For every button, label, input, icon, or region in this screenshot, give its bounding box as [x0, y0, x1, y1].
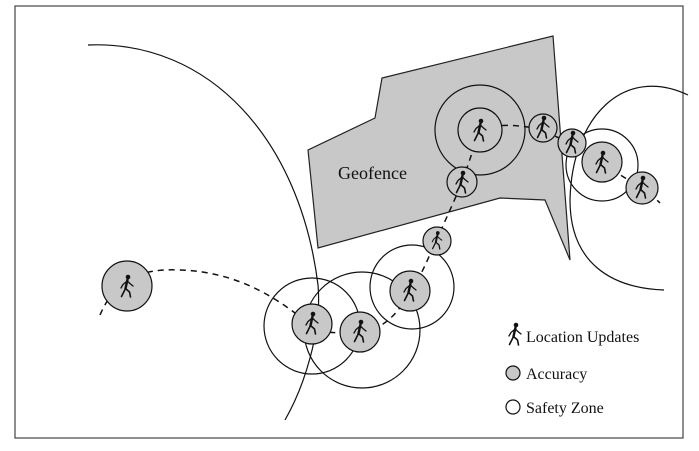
safety-zone-circle — [434, 84, 526, 176]
safety-zone-circle — [565, 128, 639, 202]
large-arc-right — [569, 85, 689, 291]
geofence-label: Geofence — [338, 163, 407, 183]
open-circle-icon — [505, 399, 521, 415]
legend-label-accuracy: Accuracy — [526, 366, 587, 383]
trajectory-path — [99, 124, 661, 334]
large-arc-left — [87, 44, 320, 421]
legend: Location Updates Accuracy Safety Zone — [505, 321, 639, 417]
legend-label-safety-zone: Safety Zone — [526, 400, 604, 417]
safety-zone-circle — [369, 244, 455, 330]
gray-filled-circle-icon — [505, 365, 521, 381]
legend-label-location-updates: Location Updates — [526, 329, 639, 346]
